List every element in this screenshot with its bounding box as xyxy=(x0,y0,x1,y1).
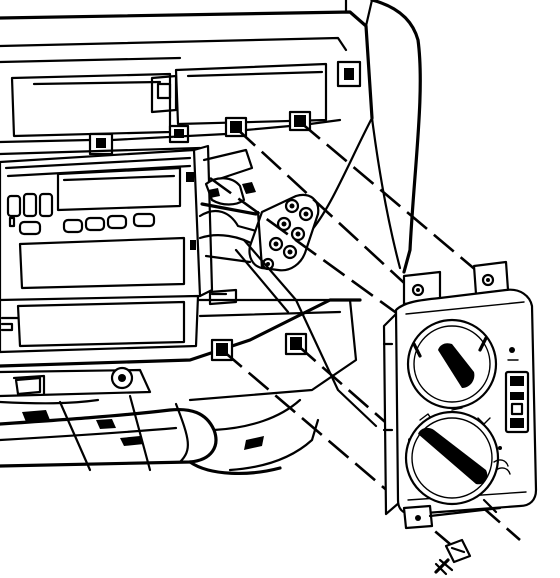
radio-head-unit xyxy=(0,144,214,354)
fan-knob-grip-icon xyxy=(438,343,475,388)
alignment-line xyxy=(209,176,421,332)
radio-preset-button xyxy=(132,212,156,228)
radio-button xyxy=(38,192,54,218)
hvac-control-module xyxy=(382,260,538,530)
temp-symbol-icon xyxy=(451,407,463,411)
radio-preset-button xyxy=(62,218,84,234)
defrost-symbol-icon xyxy=(493,459,509,467)
radio-preset-button xyxy=(106,214,128,230)
radio-preset-button xyxy=(84,216,106,232)
radio-button xyxy=(22,192,38,218)
alignment-line xyxy=(235,127,415,293)
radio-button xyxy=(6,194,22,218)
mounting-screw xyxy=(434,538,472,576)
radio-preset-button xyxy=(18,220,42,236)
indicator-dot-icon xyxy=(509,347,515,353)
mode-slide-switch[interactable] xyxy=(504,370,530,434)
alignment-line xyxy=(299,121,491,283)
instrument-panel-carrier xyxy=(0,0,422,475)
